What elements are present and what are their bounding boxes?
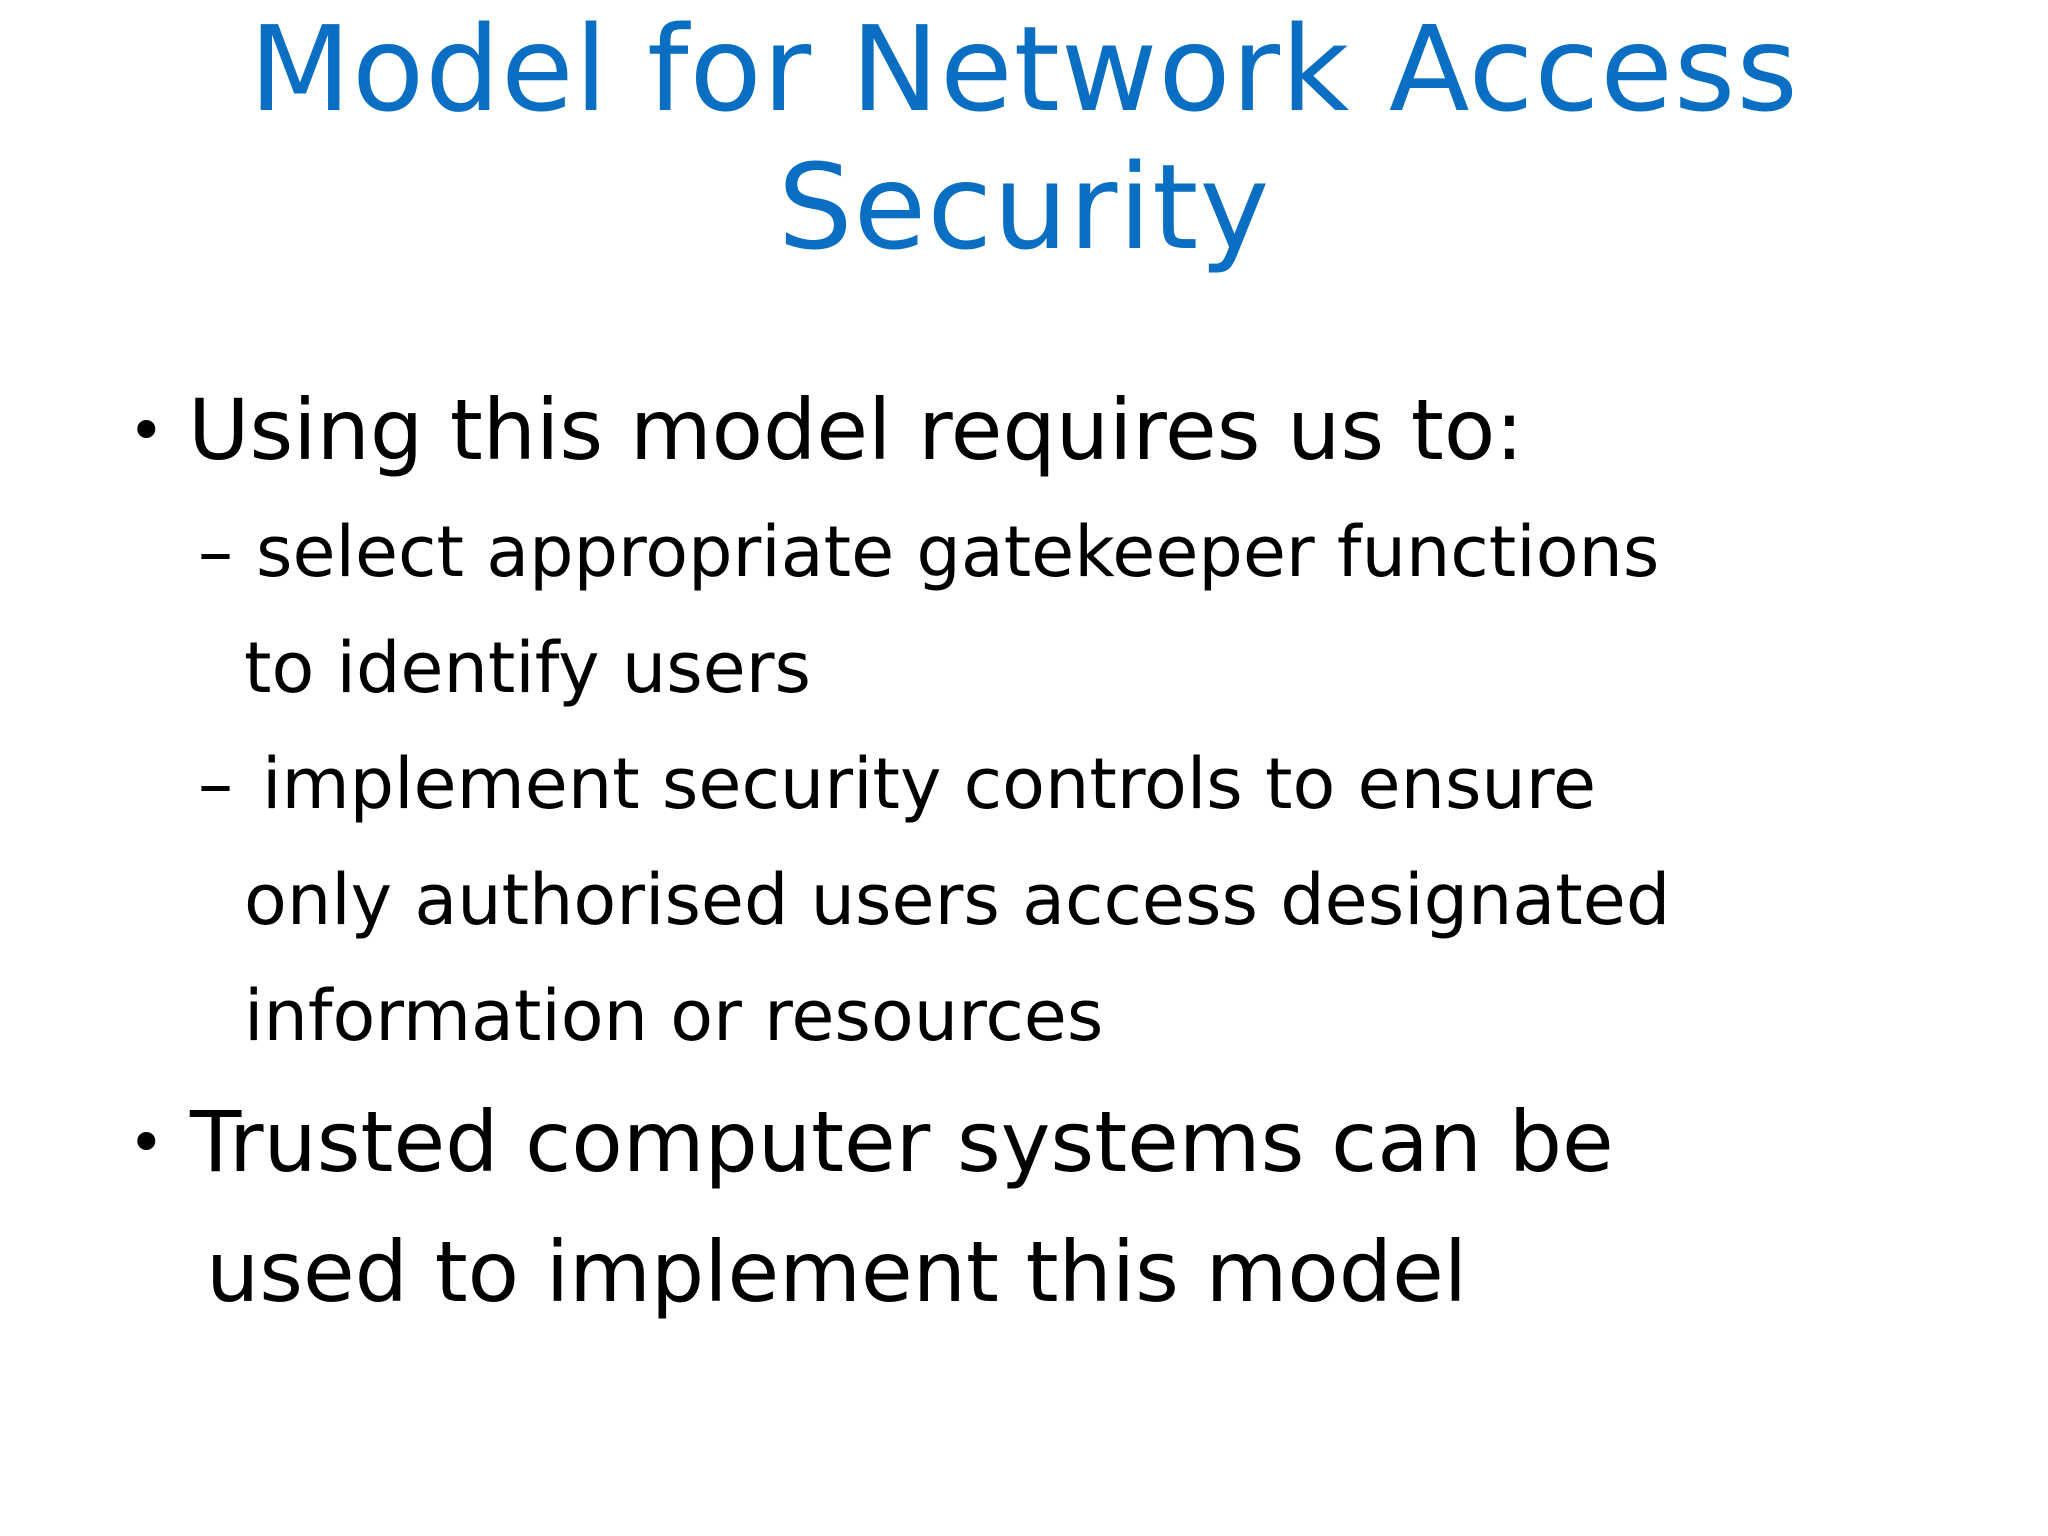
bullet-marker-2: •: [128, 1106, 165, 1179]
sub-marker-1: –: [198, 511, 233, 593]
sub-item-1-line-2: to identify users: [244, 627, 811, 709]
title-line-1: Model for Network Access: [249, 0, 1799, 138]
bullet-2-line-2: used to implement this model: [206, 1223, 1468, 1321]
bullet-marker-1: •: [128, 394, 165, 467]
sub-item-2-line-3: information or resources: [244, 975, 1104, 1057]
slide-title: Model for Network Access Security: [0, 0, 2048, 276]
title-line-2: Security: [777, 138, 1271, 276]
sub-marker-2: –: [198, 743, 233, 825]
bullet-2-line-1: Trusted computer systems can be: [190, 1093, 1614, 1191]
sub-item-2-line-2: only authorised users access designated: [244, 859, 1671, 941]
sub-item-2-line-1: implement security controls to ensure: [262, 743, 1597, 825]
sub-item-1-line-1: select appropriate gatekeeper functions: [256, 511, 1660, 593]
bullet-1-line-1: Using this model requires us to:: [188, 381, 1524, 479]
